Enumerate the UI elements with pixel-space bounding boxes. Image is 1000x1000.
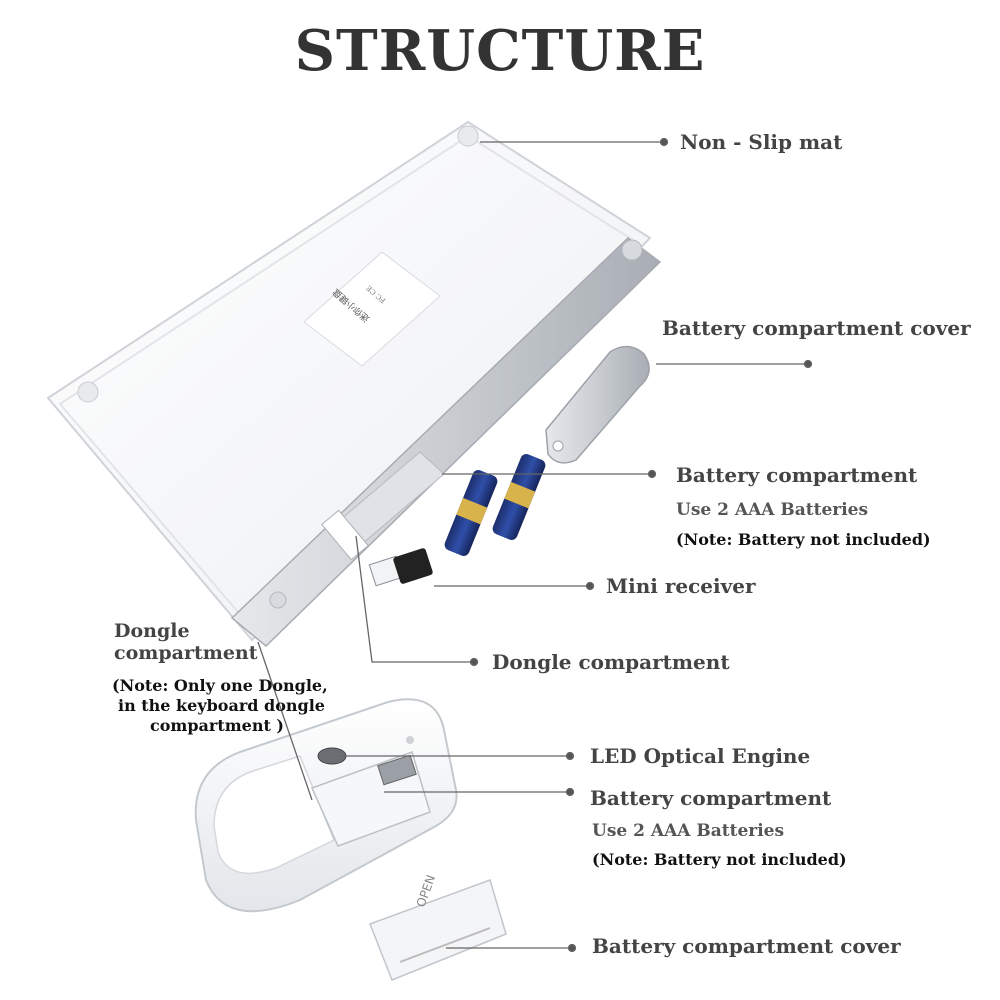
label-dongle-left-title-1: Dongle [114,620,190,642]
label-mouse-battery-compartment: Battery compartment [590,786,832,810]
label-keyboard-batteries: Use 2 AAA Batteries [676,500,869,520]
label-mouse-battery-note: (Note: Battery not included) [592,850,847,869]
label-non-slip-mat: Non - Slip mat [680,130,843,154]
mouse-battery-cover [369,879,507,981]
label-dongle-left-note-1: (Note: Only one Dongle, [112,676,328,695]
label-led-optical-engine: LED Optical Engine [590,744,811,768]
label-dongle-left-note-2: in the keyboard dongle [118,696,325,715]
label-dongle-left-title-2: compartment [114,642,258,664]
label-keyboard-battery-cover: Battery compartment cover [662,316,971,340]
aaa-battery-2 [492,454,546,540]
label-keyboard-battery-note: (Note: Battery not included) [676,530,931,549]
page-title: STRUCTURE [294,18,706,84]
label-keyboard-battery-compartment: Battery compartment [676,463,918,487]
mouse-underside [194,698,458,913]
label-dongle-left-note-3: compartment ) [150,716,284,735]
mini-receiver [368,548,433,587]
aaa-battery-1 [444,470,498,556]
label-mouse-batteries: Use 2 AAA Batteries [592,821,785,841]
keyboard-battery-cover [545,345,650,464]
label-dongle-compartment: Dongle compartment [492,650,730,674]
leader-lines [257,137,813,953]
label-mini-receiver: Mini receiver [606,574,756,598]
keyboard-underside: 迷你小键盘 FC CE [46,120,662,648]
label-mouse-battery-cover: Battery compartment cover [592,934,901,958]
